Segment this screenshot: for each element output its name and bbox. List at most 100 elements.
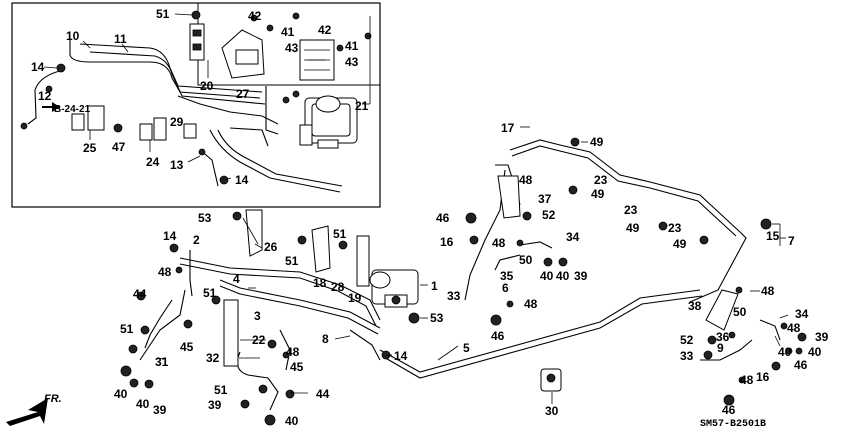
callout: 37 [538, 192, 552, 206]
callout: 31 [155, 355, 169, 369]
callout: 40 [114, 387, 128, 401]
callout: 4 [233, 272, 240, 286]
valve-bracket-20 [189, 23, 205, 61]
callout: 43 [345, 55, 359, 69]
callout: 40 [778, 345, 792, 359]
callout: 48 [787, 321, 801, 335]
callout: 13 [170, 158, 184, 172]
ref-arrow-icon [42, 102, 60, 112]
callout: 43 [285, 41, 299, 55]
callout: 10 [66, 29, 80, 43]
callout: 20 [200, 79, 214, 93]
callout: 12 [38, 89, 52, 103]
callout: 33 [680, 349, 694, 363]
bracket-18 [311, 225, 331, 273]
callout: 45 [180, 340, 194, 354]
callout: 39 [153, 403, 167, 417]
callout: 40 [556, 269, 570, 283]
callout: 6 [502, 281, 509, 295]
callout: 22 [252, 333, 266, 347]
callout: 7 [788, 234, 795, 248]
callout: 8 [322, 332, 329, 346]
callout: 23 [668, 221, 682, 235]
bracket-22 [223, 299, 239, 367]
callout: 49 [591, 187, 605, 201]
callout: 53 [430, 311, 444, 325]
master-cylinder-1 [369, 269, 419, 308]
callout: 27 [236, 87, 250, 101]
callout: 51 [333, 227, 347, 241]
callout: 14 [31, 60, 45, 74]
callout: 41 [345, 39, 359, 53]
callout: 40 [540, 269, 554, 283]
callout: 42 [318, 23, 332, 37]
callout: 48 [761, 284, 775, 298]
callout: 52 [542, 208, 556, 222]
callout: 51 [203, 286, 217, 300]
callout: 48 [524, 297, 538, 311]
ref-label: B-24-21 [54, 104, 91, 115]
callout: 46 [436, 211, 450, 225]
callout: 45 [290, 360, 304, 374]
callout: 2 [193, 233, 200, 247]
callout: 16 [756, 370, 770, 384]
callout: 9 [717, 341, 724, 355]
callout: 48 [519, 173, 533, 187]
callout: 48 [158, 265, 172, 279]
callout: 25 [83, 141, 97, 155]
callout: 51 [214, 383, 228, 397]
callout: 40 [285, 414, 299, 428]
callout: 24 [146, 155, 160, 169]
main-bolts [120, 137, 807, 426]
callout: 48 [740, 373, 754, 387]
callout: 53 [198, 211, 212, 225]
leader-lines [43, 13, 789, 404]
bracket-28 [356, 235, 370, 287]
callout: 15 [766, 229, 780, 243]
bracket-26 [245, 209, 263, 257]
callout: 23 [594, 173, 608, 187]
main-pipes [139, 139, 781, 411]
callout: 39 [208, 398, 222, 412]
callout: 18 [313, 276, 327, 290]
callout: 41 [281, 25, 295, 39]
callout: 16 [440, 235, 454, 249]
callout: 21 [355, 99, 369, 113]
callout: 49 [590, 135, 604, 149]
callout: 28 [331, 280, 345, 294]
callout: 14 [235, 173, 249, 187]
callout: 23 [624, 203, 638, 217]
callout: 39 [574, 269, 588, 283]
bracket-27 [221, 29, 265, 79]
callout: 32 [206, 351, 220, 365]
callout: 11 [114, 32, 127, 46]
callout: 51 [285, 254, 299, 268]
bracket-37 [497, 175, 521, 219]
joint-25 [71, 105, 105, 131]
callout: 1 [431, 279, 438, 293]
callout: 34 [795, 307, 809, 321]
callout: 14 [394, 349, 408, 363]
inset-bolts [20, 10, 372, 185]
callout: 29 [170, 115, 184, 129]
callout: 52 [680, 333, 694, 347]
callout: 30 [545, 404, 559, 418]
callout: 17 [501, 121, 515, 135]
callout: 48 [286, 345, 300, 359]
front-direction-label: FR. [44, 393, 62, 405]
callout: 49 [626, 221, 640, 235]
callout: 47 [112, 140, 126, 154]
front-arrow-icon [6, 398, 48, 426]
inset-frame [11, 2, 381, 208]
callout: 26 [264, 240, 278, 254]
callout: 46 [491, 329, 505, 343]
callout: 50 [733, 305, 747, 319]
callout: 19 [348, 291, 362, 305]
modulator-unit [299, 95, 358, 149]
callout: 44 [316, 387, 330, 401]
callout: 40 [808, 345, 822, 359]
inset-pipes [27, 40, 343, 193]
diagram-code: SM57-B2501B [700, 419, 766, 430]
